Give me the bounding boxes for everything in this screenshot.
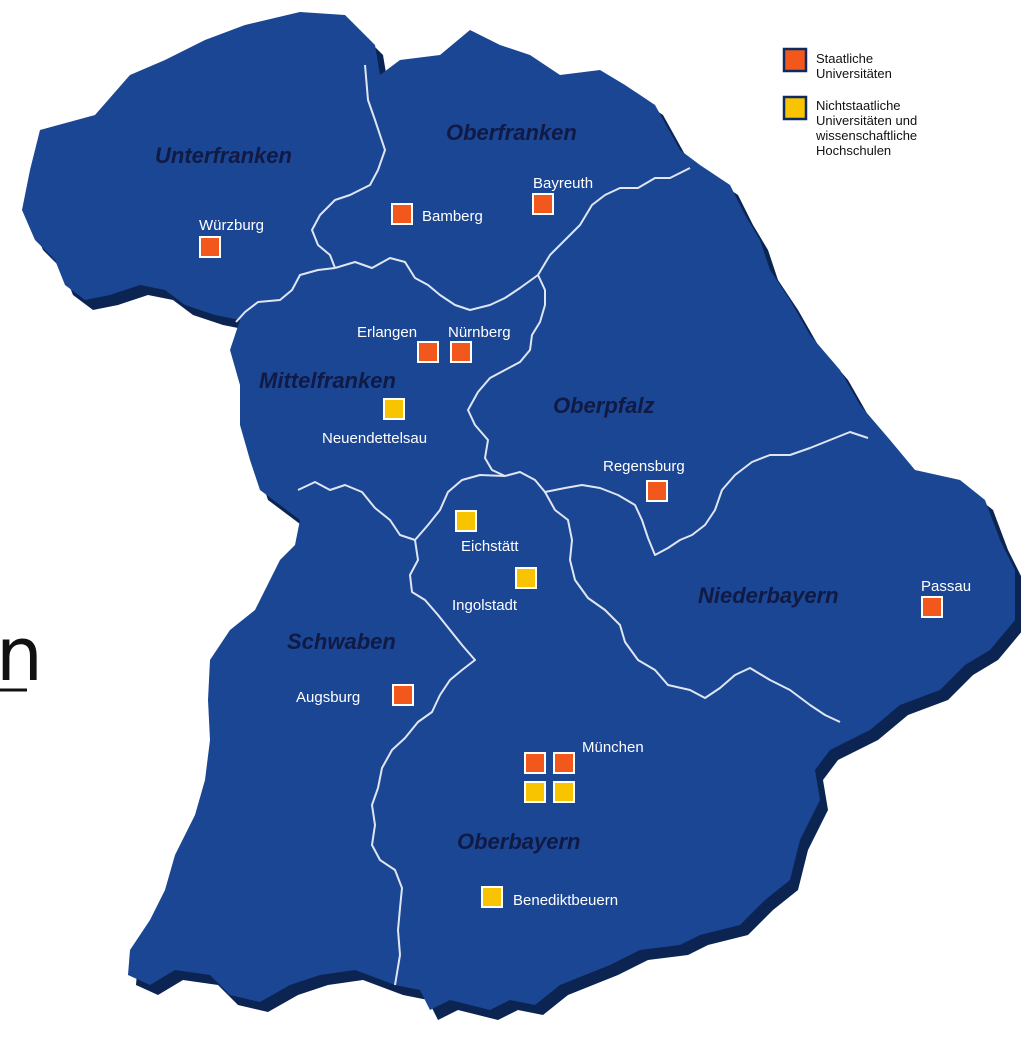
border-mittelfranken-oberbayern — [414, 474, 506, 541]
border-oberpfalz-niederbayern — [504, 431, 869, 556]
marker-benediktbeuern — [481, 886, 503, 908]
marker-bayreuth — [532, 193, 554, 215]
city-label-regensburg: Regensburg — [603, 458, 685, 475]
border-oberbayern-niederbayern — [544, 491, 841, 723]
city-label-passau: Passau — [921, 578, 971, 595]
marker-muenchen-4 — [553, 781, 575, 803]
marker-eichstaett — [455, 510, 477, 532]
region-borders — [235, 64, 869, 986]
marker-erlangen — [417, 341, 439, 363]
marker-augsburg — [392, 684, 414, 706]
legend-swatch-non-state — [782, 95, 808, 121]
marker-neuendettelsau — [383, 398, 405, 420]
stray-glyph: n — [0, 612, 43, 698]
legend-label-state-line-1: Staatliche — [816, 51, 873, 66]
city-label-bayreuth: Bayreuth — [533, 175, 593, 192]
marker-passau — [921, 596, 943, 618]
border-mittelfranken-oberpfalz — [467, 274, 546, 477]
city-label-benediktbeuern: Benediktbeuern — [513, 892, 618, 909]
marker-regensburg — [646, 480, 668, 502]
city-label-muenchen: München — [582, 739, 644, 756]
border-oberfranken-mittelfranken — [334, 257, 539, 311]
border-oberfranken-oberpfalz — [537, 167, 691, 276]
border-schwaben-oberbayern — [371, 539, 476, 986]
region-label-niederbayern: Niederbayern — [698, 583, 839, 608]
city-label-eichstaett: Eichstätt — [461, 538, 519, 555]
marker-muenchen-3 — [524, 781, 546, 803]
region-label-schwaben: Schwaben — [287, 629, 396, 654]
region-labels: Unterfranken Oberfranken Mittelfranken O… — [155, 120, 839, 854]
marker-ingolstadt — [515, 567, 537, 589]
marker-muenchen-1 — [524, 752, 546, 774]
city-label-neuendettelsau: Neuendettelsau — [322, 430, 427, 447]
legend-label-non-state-line-4: Hochschulen — [816, 143, 891, 158]
legend-label-non-state-line-2: Universitäten und — [816, 113, 917, 128]
legend-swatch-state — [782, 47, 808, 73]
region-label-unterfranken: Unterfranken — [155, 143, 292, 168]
bavaria-landmass — [22, 12, 1021, 1020]
city-labels: Würzburg Bamberg Bayreuth Erlangen Nürnb… — [199, 175, 971, 909]
legend-label-non-state-line-3: wissenschaftliche — [815, 128, 917, 143]
marker-wuerzburg — [199, 236, 221, 258]
region-label-mittelfranken: Mittelfranken — [259, 368, 396, 393]
marker-bamberg — [391, 203, 413, 225]
marker-nuernberg — [450, 341, 472, 363]
region-label-oberbayern: Oberbayern — [457, 829, 581, 854]
city-label-erlangen: Erlangen — [357, 324, 417, 341]
city-label-bamberg: Bamberg — [422, 208, 483, 225]
landmass — [22, 12, 1015, 1010]
university-markers — [199, 193, 943, 908]
city-label-nuernberg: Nürnberg — [448, 324, 511, 341]
legend-label-state-line-2: Universitäten — [816, 66, 892, 81]
region-label-oberpfalz: Oberpfalz — [553, 393, 654, 418]
region-label-oberfranken: Oberfranken — [446, 120, 577, 145]
marker-muenchen-2 — [553, 752, 575, 774]
city-label-augsburg: Augsburg — [296, 689, 360, 706]
city-label-wuerzburg: Würzburg — [199, 217, 264, 234]
border-mittelfranken-schwaben — [297, 481, 416, 541]
legend: Staatliche Universitäten Nichtstaatliche… — [782, 47, 917, 158]
border-unterfranken-mittelfranken — [235, 267, 336, 323]
city-label-ingolstadt: Ingolstadt — [452, 597, 518, 614]
border-unterfranken-oberfranken — [311, 64, 386, 269]
legend-label-non-state-line-1: Nichtstaatliche — [816, 98, 901, 113]
